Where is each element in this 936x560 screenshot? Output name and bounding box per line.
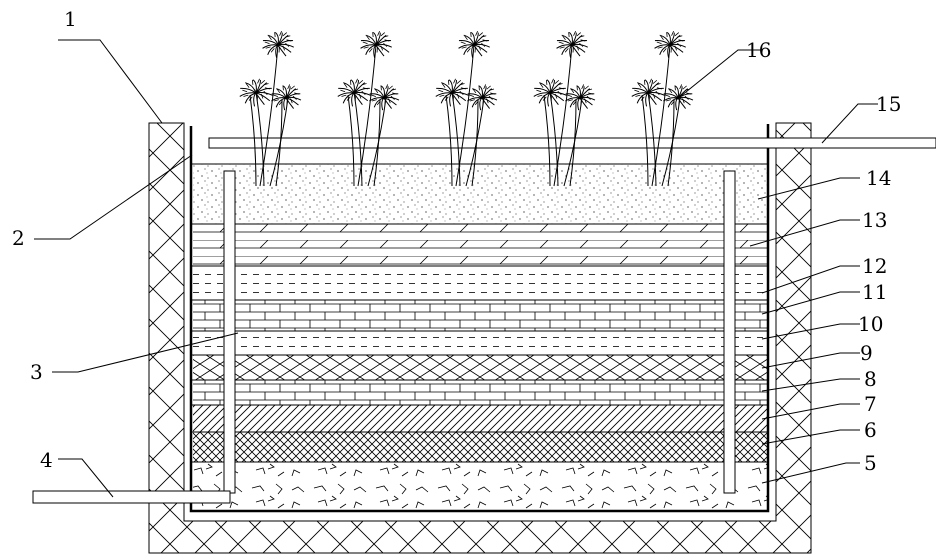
label-9: 9: [860, 341, 873, 365]
leader-9: [761, 352, 860, 369]
inlet-pipe: [32, 490, 231, 504]
leader-1: [58, 39, 163, 124]
leader-8: [761, 378, 860, 392]
leader-10: [761, 323, 860, 340]
label-12: 12: [862, 254, 887, 278]
leader-4: [58, 458, 114, 498]
inner-liner: [189, 124, 770, 513]
label-7: 7: [864, 392, 877, 416]
leader-12: [761, 265, 860, 294]
plant: [435, 30, 498, 187]
leader-16: [675, 49, 762, 101]
vertical-pipe-right: [723, 170, 736, 494]
outer-wall: [148, 122, 812, 554]
label-15: 15: [876, 92, 901, 116]
layer-8: [193, 380, 767, 405]
leader-14: [757, 177, 860, 200]
layer-10: [193, 331, 767, 355]
label-5: 5: [864, 451, 877, 475]
leader-11: [761, 291, 860, 315]
layer-13: [193, 224, 767, 266]
leader-3: [52, 332, 239, 373]
leader-lines: [34, 39, 878, 498]
label-3: 3: [30, 360, 43, 384]
top-pipe: [208, 137, 936, 149]
layer-12: [193, 266, 767, 300]
leader-7: [761, 403, 860, 420]
leader-15: [821, 103, 878, 144]
media-layers: [191, 163, 768, 510]
label-14: 14: [866, 166, 891, 190]
label-13: 13: [862, 208, 887, 232]
label-2: 2: [12, 226, 25, 250]
layer-5-gravel: [193, 462, 767, 510]
layer-11: [193, 300, 767, 331]
layer-14-soil: [193, 164, 767, 224]
layer-9: [193, 355, 767, 380]
leader-2: [34, 154, 193, 240]
label-11: 11: [862, 280, 887, 304]
leader-6: [761, 429, 860, 445]
vertical-pipe-left: [223, 170, 236, 494]
layer-6: [193, 432, 767, 462]
label-4: 4: [40, 448, 53, 472]
label-16: 16: [746, 38, 771, 62]
leader-5: [761, 462, 860, 484]
plants: [239, 30, 694, 187]
callout-labels: 1 2 3 4 5 6 7 8 9 10 11 12 13 14 15 16: [12, 7, 901, 475]
leader-13: [749, 219, 860, 247]
plant: [337, 30, 400, 187]
plant: [239, 30, 302, 187]
label-10: 10: [858, 312, 883, 336]
plant: [631, 30, 694, 187]
label-6: 6: [864, 418, 877, 442]
label-1: 1: [64, 7, 77, 31]
plant: [533, 30, 596, 187]
layer-7: [193, 405, 767, 432]
label-8: 8: [864, 367, 877, 391]
